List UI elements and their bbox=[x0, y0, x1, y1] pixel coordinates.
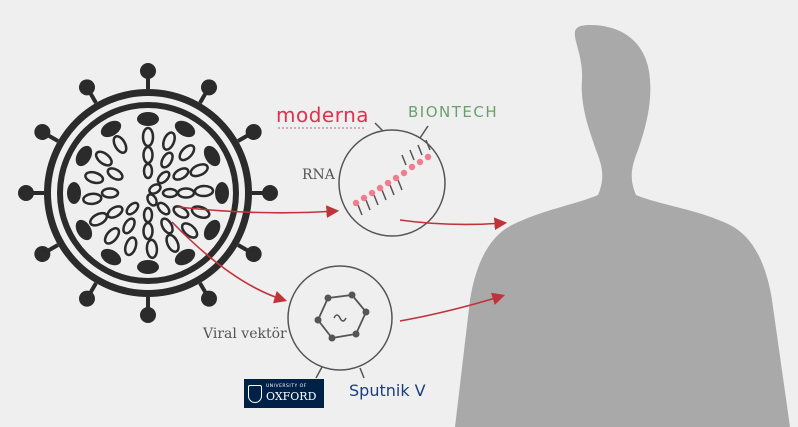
rna-strand-icon bbox=[338, 122, 446, 237]
virus-icon bbox=[18, 63, 278, 323]
moderna-logo-underline bbox=[278, 127, 364, 129]
arrow-vector-to-body bbox=[399, 292, 506, 322]
viral-vector-icon bbox=[287, 265, 393, 379]
rna-label: RNA bbox=[302, 167, 335, 183]
arrow-virus-to-rna bbox=[177, 205, 340, 219]
oxford-logo: UNIVERSITY OF OXFORD bbox=[244, 379, 324, 408]
arrows bbox=[171, 205, 508, 322]
oxford-crest-icon bbox=[248, 384, 262, 403]
viral-vector-label: Viral vektör bbox=[203, 326, 287, 342]
human-silhouette-icon bbox=[455, 25, 790, 427]
biontech-logo: BIONTECH bbox=[408, 103, 499, 121]
oxford-logo-big: OXFORD bbox=[266, 390, 317, 404]
arrow-virus-to-vector bbox=[171, 221, 288, 304]
moderna-logo: moderna bbox=[276, 103, 370, 127]
sputnik-logo: Sputnik V bbox=[349, 381, 426, 400]
oxford-logo-small: UNIVERSITY OF bbox=[266, 383, 307, 389]
arrow-rna-to-body bbox=[399, 217, 508, 231]
